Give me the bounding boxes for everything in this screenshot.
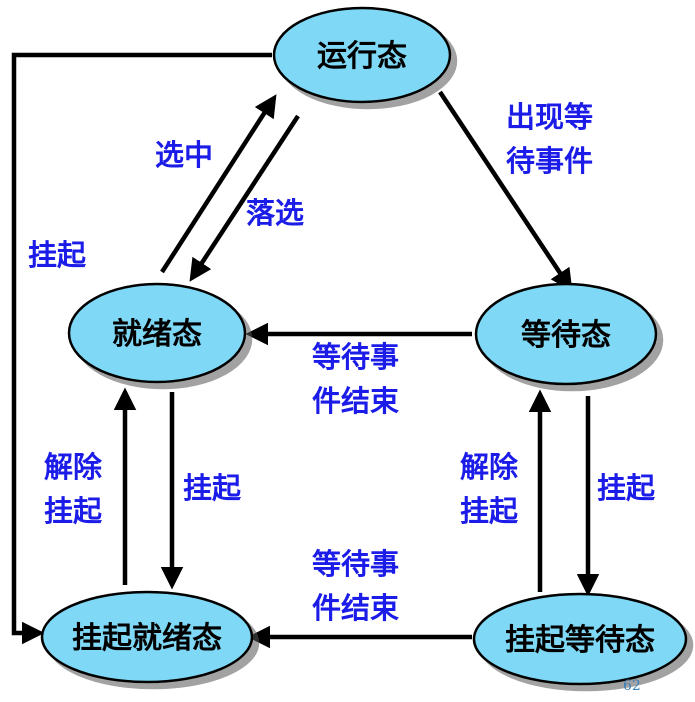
arrow-deselect	[189, 114, 300, 282]
node-ready: 就绪态	[67, 282, 247, 384]
arrow-select	[160, 94, 277, 274]
label-unsuspend-left-line1: 解除	[44, 450, 103, 484]
page-number: 62	[623, 678, 641, 694]
label-wait-event-occurs-line1: 出现等	[506, 100, 593, 134]
label-suspend-ready: 挂起	[183, 471, 242, 505]
node-suspended-ready: 挂起就绪态	[40, 590, 254, 684]
node-suspended-waiting-label: 挂起等待态	[505, 623, 655, 658]
label-suspend-running: 挂起	[28, 238, 87, 272]
label-wait-event-occurs-line2: 待事件	[506, 144, 593, 178]
label-wait-event-ends-bottom-line1: 等待事	[312, 547, 399, 581]
node-ready-label: 就绪态	[112, 317, 202, 352]
label-wait-event-ends-mid-line1: 等待事	[312, 340, 399, 374]
node-suspended-ready-label: 挂起就绪态	[72, 621, 222, 656]
label-select: 选中	[155, 138, 213, 172]
arrow-wait-event-occurs	[438, 90, 573, 292]
node-waiting: 等待态	[474, 282, 658, 386]
label-wait-event-ends-mid-line2: 件结束	[312, 384, 399, 418]
node-waiting-label: 等待态	[521, 318, 611, 353]
arrow-suspend-running	[11, 52, 272, 645]
label-unsuspend-right-line1: 解除	[460, 450, 519, 484]
node-suspended-waiting: 挂起等待态	[472, 592, 688, 686]
label-suspend-waiting: 挂起	[597, 471, 656, 505]
label-wait-event-ends-bottom-line2: 件结束	[312, 591, 399, 625]
node-running-label: 运行态	[317, 39, 407, 74]
label-deselect: 落选	[246, 196, 304, 230]
label-unsuspend-left-line2: 挂起	[44, 494, 103, 528]
node-running: 运行态	[272, 6, 452, 104]
label-unsuspend-right-line2: 挂起	[460, 494, 519, 528]
